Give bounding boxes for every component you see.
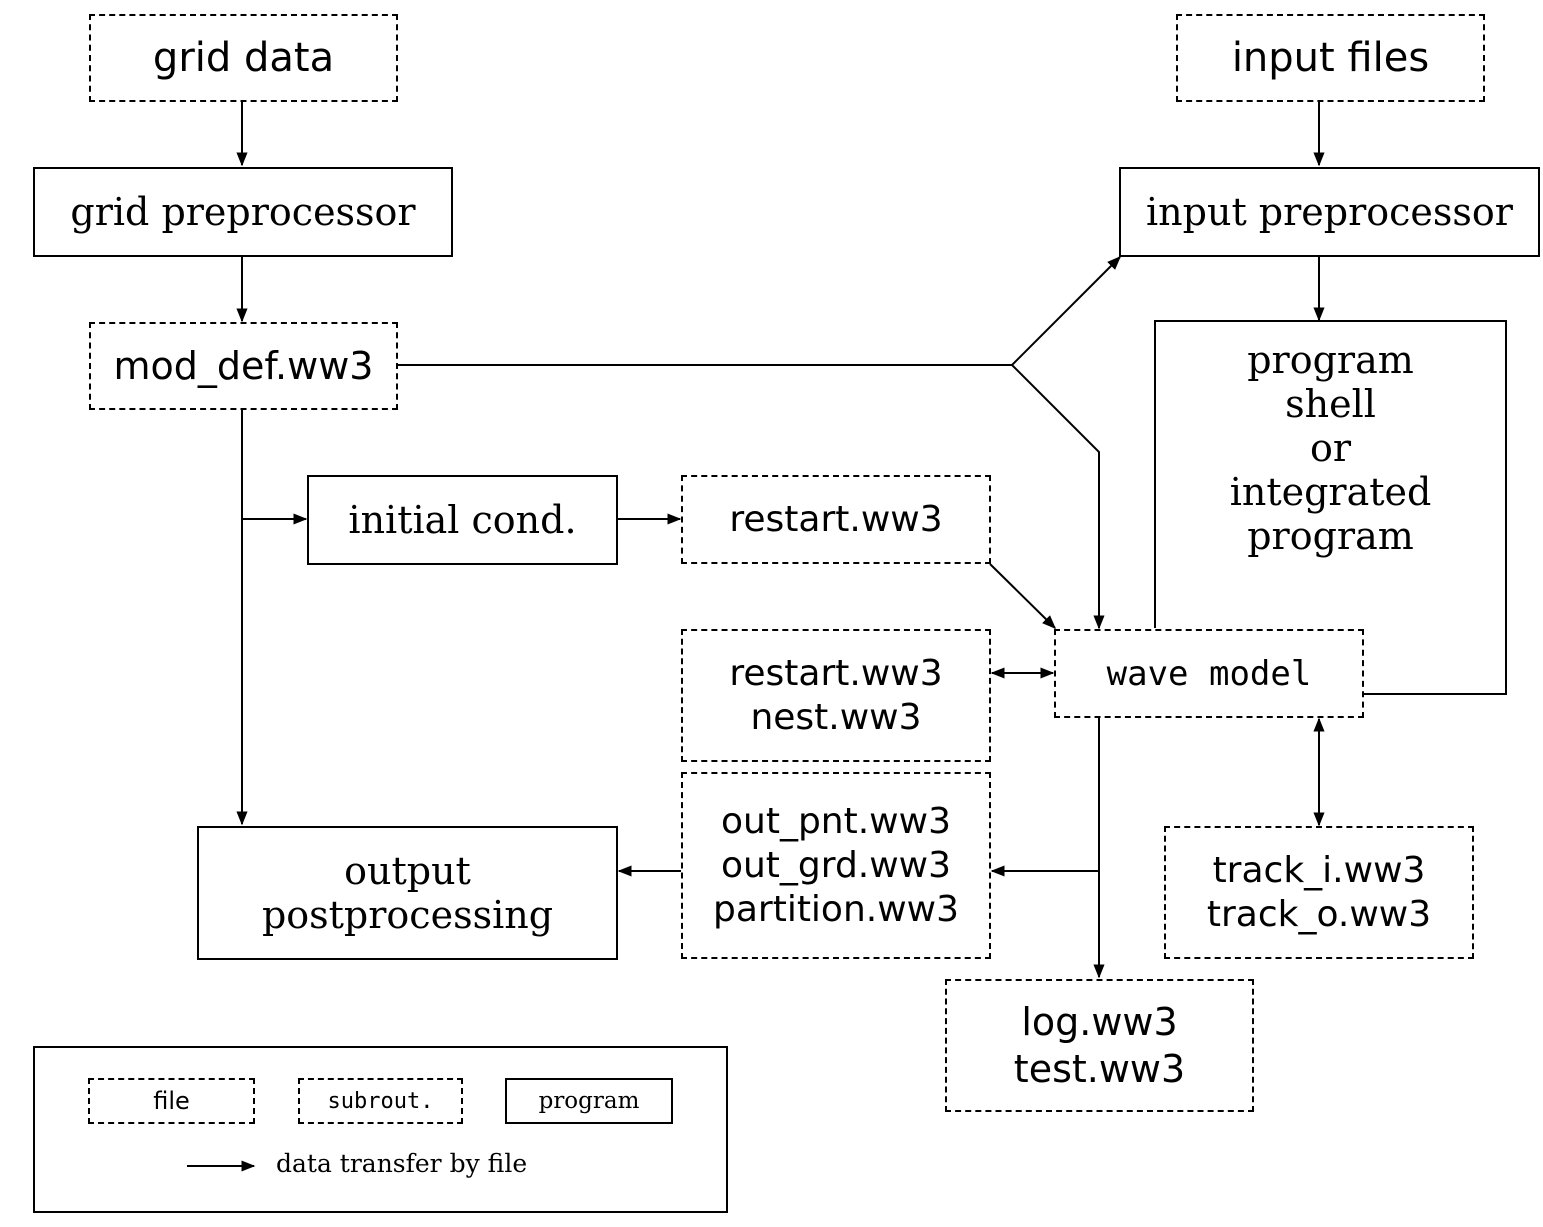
output-postprocessing-line-1: output xyxy=(344,849,471,893)
restart-nest-line-2: nest.ww3 xyxy=(750,696,922,738)
line-shell-enclosure xyxy=(1154,320,1507,695)
grid-data-label: grid data xyxy=(152,35,335,81)
arrow-restart-to-wavemodel xyxy=(989,563,1056,629)
output-postprocessing-line-2: postprocessing xyxy=(261,893,554,937)
legend-arrow-label: data transfer by file xyxy=(276,1149,528,1178)
legend xyxy=(33,1046,728,1213)
output-file-line-3: partition.ww3 xyxy=(712,888,960,930)
mod-def-label: mod_def.ww3 xyxy=(113,344,374,388)
grid-data-file: grid data xyxy=(89,14,398,102)
log-file-line-2: test.ww3 xyxy=(1013,1046,1186,1091)
track-file-line-1: track_i.ww3 xyxy=(1212,849,1426,891)
track-file-line-2: track_o.ww3 xyxy=(1206,893,1432,935)
legend-file-label: file xyxy=(153,1087,190,1115)
restart-input-label: restart.ww3 xyxy=(729,499,943,540)
legend-program-label: program xyxy=(538,1088,640,1114)
grid-preprocessor-program: grid preprocessor xyxy=(33,167,453,257)
restart-input-file: restart.ww3 xyxy=(681,475,991,564)
input-files-file: input files xyxy=(1176,14,1485,102)
output-postprocessing-program: output postprocessing xyxy=(197,826,618,960)
output-files: out_pnt.ww3 out_grd.ww3 partition.ww3 xyxy=(681,772,991,959)
wave-model-label: wave model xyxy=(1106,653,1312,694)
log-files: log.ww3 test.ww3 xyxy=(945,979,1254,1112)
legend-subroutine-sample: subrout. xyxy=(298,1078,463,1124)
program-shell-line-1: program xyxy=(1247,338,1414,382)
log-file-line-1: log.ww3 xyxy=(1021,999,1178,1044)
mod-def-file: mod_def.ww3 xyxy=(89,322,398,410)
legend-file-sample: file xyxy=(88,1078,255,1124)
arrow-split-to-inputpre xyxy=(1011,256,1121,366)
track-files: track_i.ww3 track_o.ww3 xyxy=(1164,826,1474,959)
wave-model-subroutine: wave model xyxy=(1054,629,1364,718)
input-files-label: input files xyxy=(1231,35,1430,81)
input-preprocessor-program: input preprocessor xyxy=(1119,167,1540,257)
program-shell-line-5: program xyxy=(1247,514,1414,558)
program-shell-line-3: or xyxy=(1309,426,1352,470)
program-shell-line-4: integrated xyxy=(1229,470,1432,514)
grid-preprocessor-label: grid preprocessor xyxy=(70,190,416,234)
initial-cond-program: initial cond. xyxy=(307,475,618,565)
output-file-line-1: out_pnt.ww3 xyxy=(721,800,951,842)
initial-cond-label: initial cond. xyxy=(348,498,577,542)
output-file-line-2: out_grd.ww3 xyxy=(720,844,952,886)
restart-nest-line-1: restart.ww3 xyxy=(729,652,943,694)
legend-subroutine-label: subrout. xyxy=(327,1088,434,1114)
program-shell-label: program shell or integrated program xyxy=(1157,338,1504,588)
restart-nest-file: restart.ww3 nest.ww3 xyxy=(681,629,991,762)
input-preprocessor-label: input preprocessor xyxy=(1146,190,1513,234)
arrow-split-to-wavemodel xyxy=(1011,364,1105,630)
legend-program-sample: program xyxy=(505,1078,673,1124)
program-shell-line-2: shell xyxy=(1285,382,1376,426)
